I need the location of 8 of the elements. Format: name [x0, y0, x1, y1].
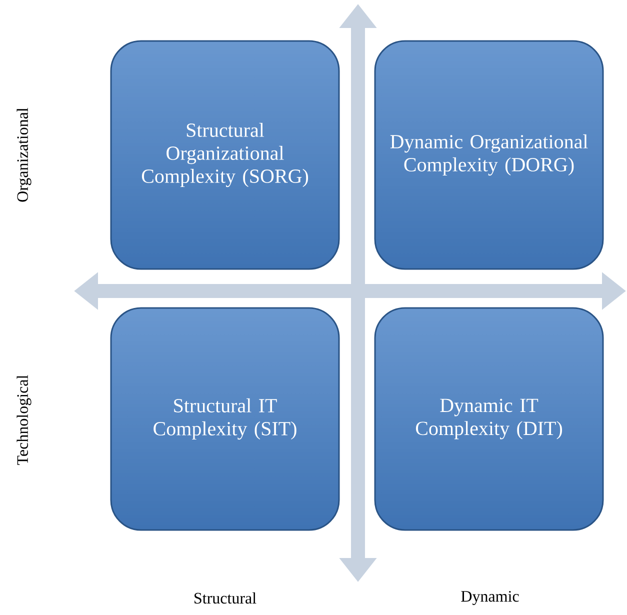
axis-label: Organizational: [16, 108, 32, 202]
axis-label: Technological: [16, 375, 32, 465]
axis-label: Structural: [194, 592, 256, 604]
complexity-box: Structural Organizational Complexity (SORG): [110, 40, 340, 270]
complexity-box: Dynamic Organizational Complexity (DORG): [374, 40, 604, 270]
complexity-box: Dynamic IT Complexity (DIT): [374, 307, 604, 531]
axis-label: Dynamic: [461, 590, 519, 606]
complexity-box: Structural IT Complexity (SIT): [110, 307, 340, 531]
